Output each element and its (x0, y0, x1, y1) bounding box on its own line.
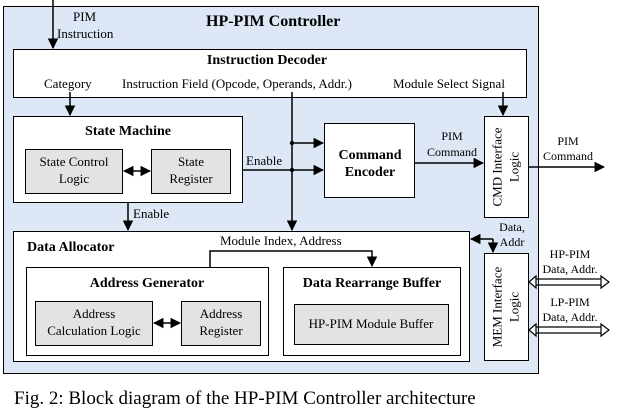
hp-pim-out-line1: HP-PIM (549, 247, 591, 261)
cmd-interface-logic (484, 116, 529, 218)
module-index-label: Module Index, Address (220, 233, 342, 248)
hp-pim-module-buffer-label: HP-PIM Module Buffer (308, 316, 434, 331)
address-calc-line2: Calculation Logic (47, 323, 141, 338)
address-register-line2: Register (199, 323, 243, 338)
controller-title: HP-PIM Controller (206, 13, 341, 30)
hp-pim-bus-left-head (528, 274, 537, 290)
junction-dot-field (289, 140, 295, 146)
pim-instruction-label-2: Instruction (57, 26, 114, 41)
hp-pim-out-line2: Data, Addr. (542, 262, 598, 276)
command-encoder (324, 123, 415, 198)
figure-caption: Fig. 2: Block diagram of the HP-PIM Cont… (14, 388, 476, 409)
pim-command-out-line2: Command (543, 149, 593, 163)
address-generator-title: Address Generator (89, 276, 205, 291)
pim-command-inner-line1: PIM (441, 129, 463, 143)
data-rearrange-buffer-title: Data Rearrange Buffer (302, 276, 442, 291)
address-calculation-logic (35, 301, 153, 346)
state-register-line1: State (178, 154, 204, 169)
hp-pim-module-buffer (294, 304, 449, 345)
pim-command-inner-line2: Command (427, 145, 477, 159)
state-machine-title: State Machine (85, 124, 171, 139)
address-register-line1: Address (199, 306, 243, 321)
instruction-field-label: Instruction Field (Opcode, Operands, Add… (122, 76, 352, 91)
state-control-logic-line2: Logic (58, 171, 90, 186)
state-register (151, 149, 231, 194)
data-allocator-title: Data Allocator (27, 240, 115, 255)
address-calc-line1: Address (72, 306, 116, 321)
instruction-decoder (13, 49, 527, 98)
pim-command-out-line1: PIM (557, 134, 579, 148)
enable-down-label: Enable (133, 206, 170, 221)
pim-instruction-label-1: PIM (73, 9, 97, 24)
lp-pim-bus-right-head (600, 322, 610, 338)
junction-dot-enable (289, 167, 295, 173)
lp-pim-bus-left-head (528, 322, 537, 338)
command-encoder-line1: Command (338, 148, 402, 163)
module-index-bracket (209, 250, 378, 268)
mem-interface-logic (484, 253, 529, 361)
address-register (181, 301, 261, 346)
command-encoder-line2: Encoder (344, 165, 396, 180)
category-label: Category (44, 76, 92, 91)
state-register-line2: Register (169, 171, 213, 186)
instruction-decoder-title: Instruction Decoder (206, 53, 328, 68)
enable-right-label: Enable (246, 153, 283, 168)
lp-pim-out-line2: Data, Addr. (542, 310, 598, 324)
data-addr-inner-line2: Addr (499, 235, 525, 249)
module-select-label: Module Select Signal (393, 76, 505, 91)
data-addr-inner-line1: Data, (499, 220, 525, 234)
lp-pim-out-line1: LP-PIM (550, 295, 590, 309)
state-control-logic (25, 149, 123, 194)
hp-pim-bus-right-head (600, 274, 610, 290)
state-control-logic-line1: State Control (39, 154, 109, 169)
